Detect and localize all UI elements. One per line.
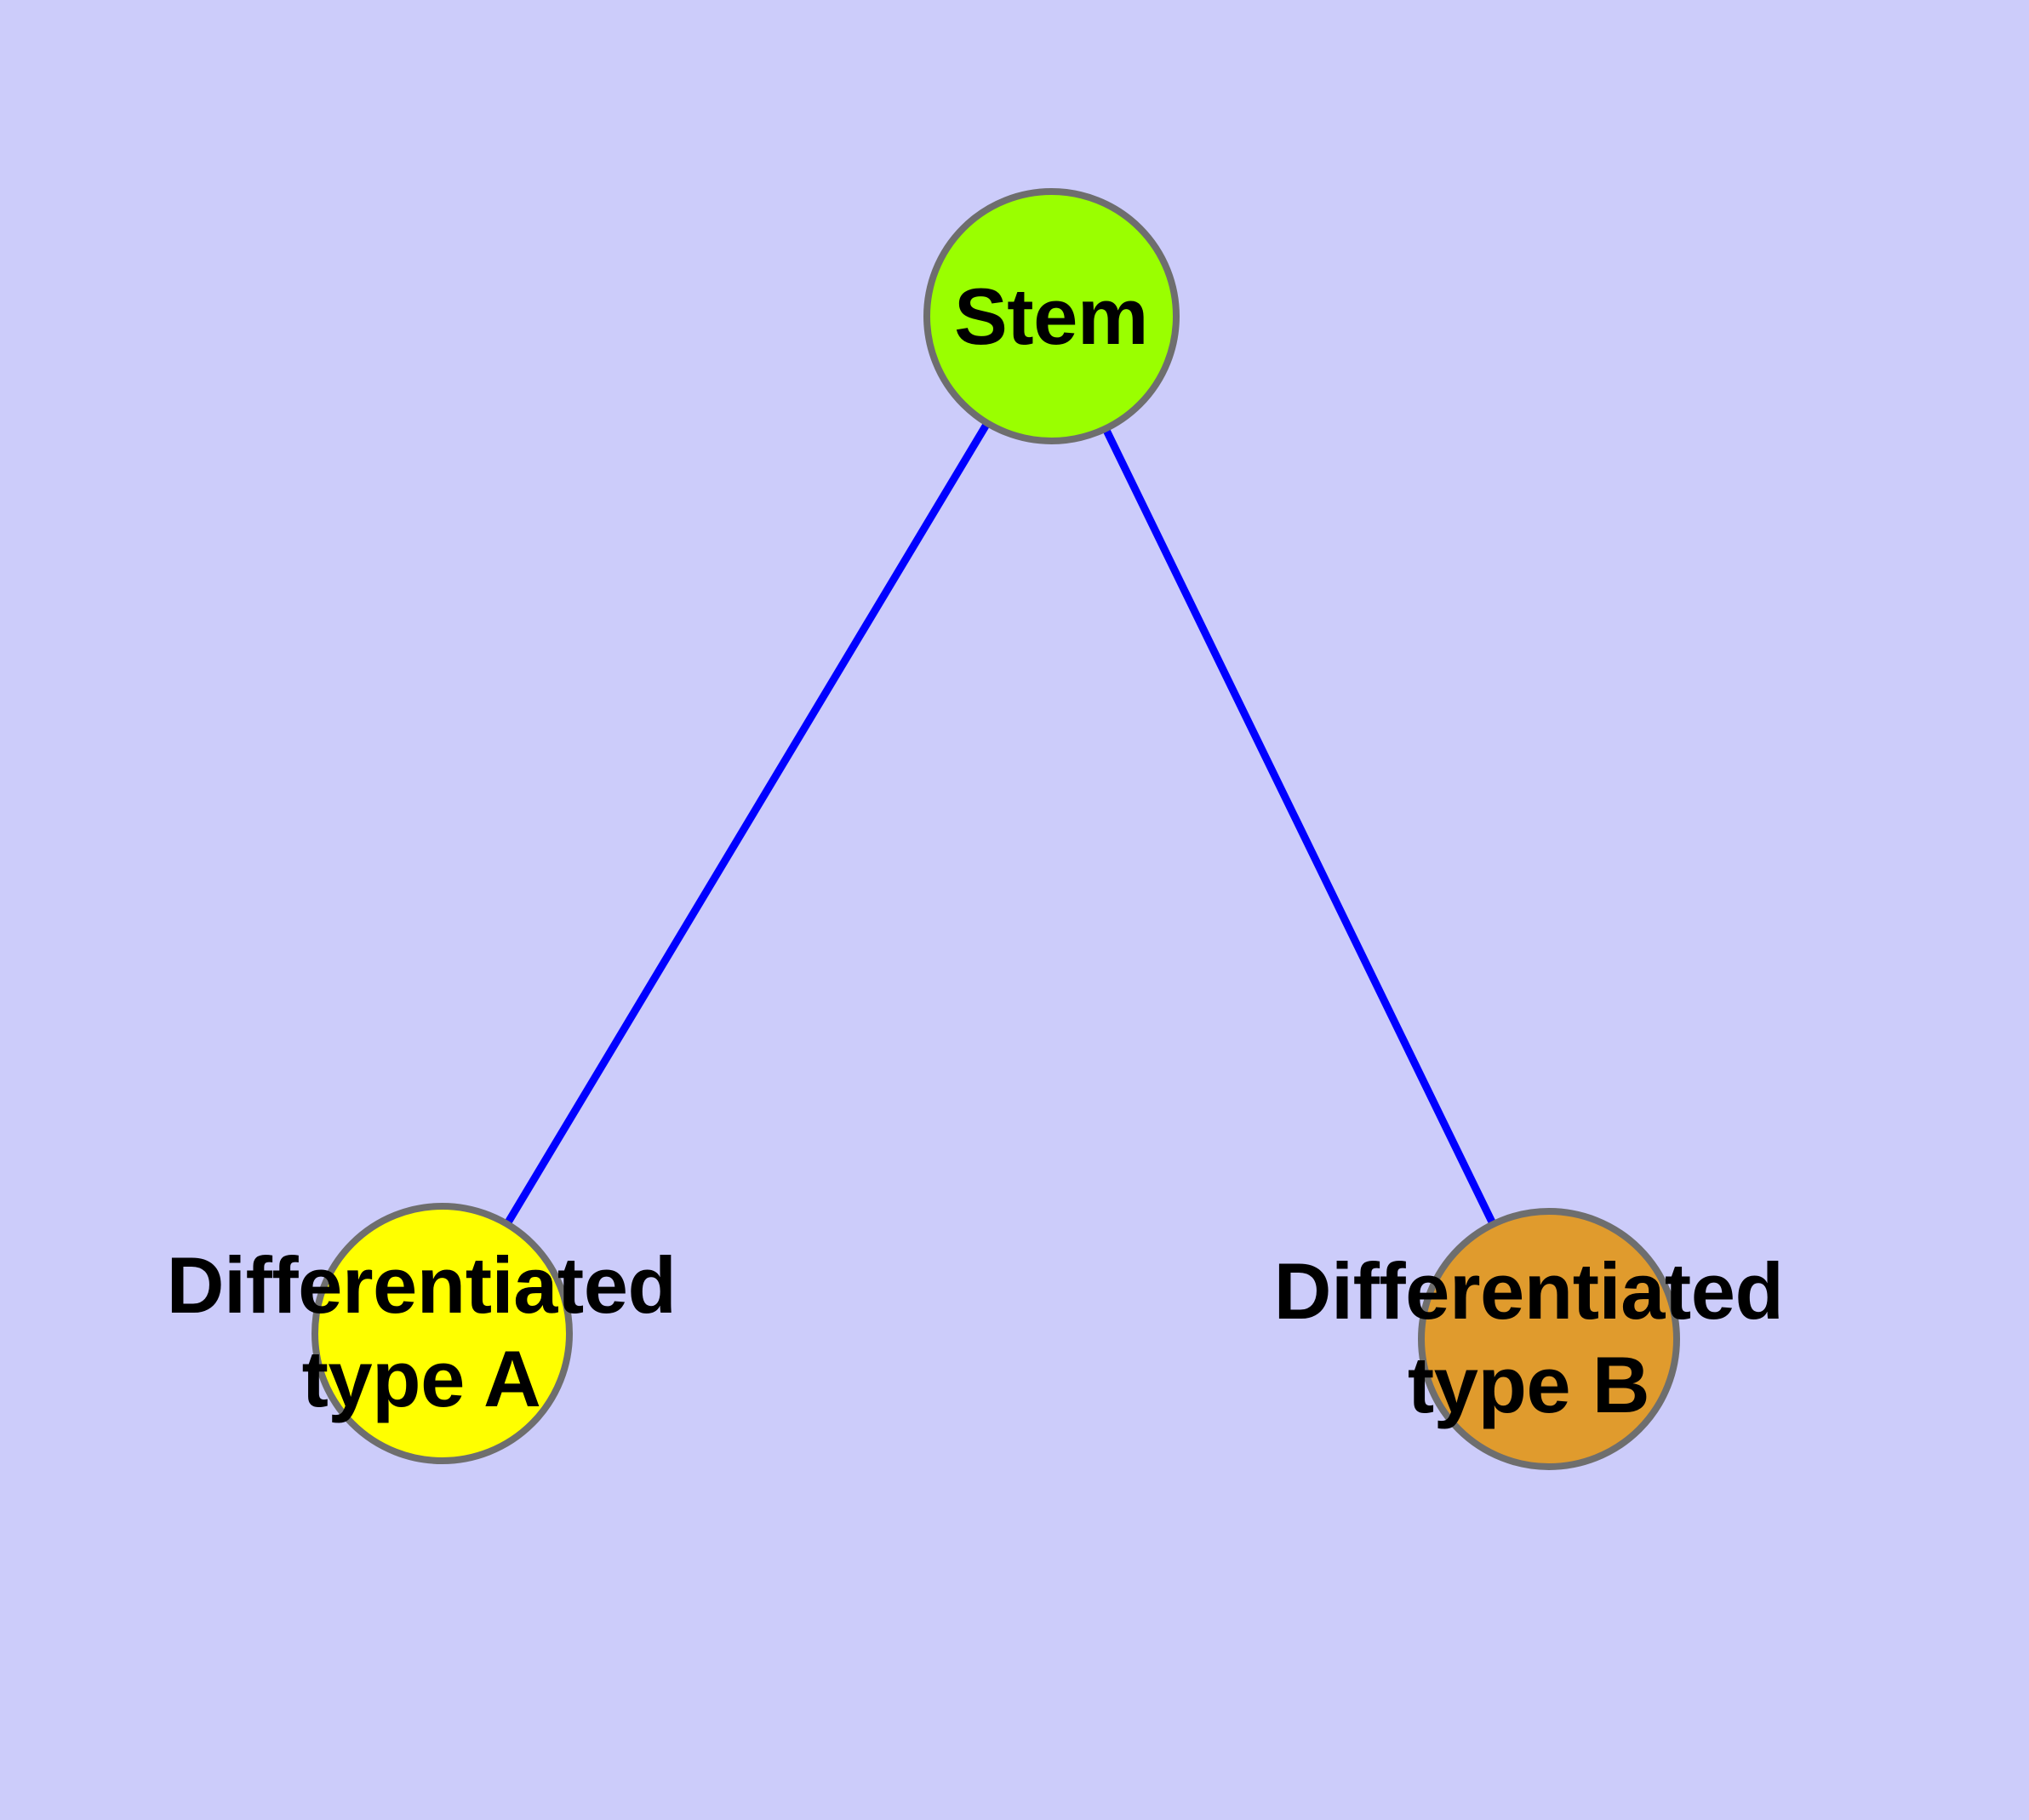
edge-stem-to-differentiated-type-a <box>438 314 1055 1336</box>
node-differentiated-type-a[interactable] <box>311 1203 573 1464</box>
node-differentiated-type-b[interactable] <box>1418 1208 1680 1470</box>
edge-stem-to-differentiated-type-b <box>1047 315 1553 1341</box>
node-stem[interactable] <box>923 188 1180 444</box>
